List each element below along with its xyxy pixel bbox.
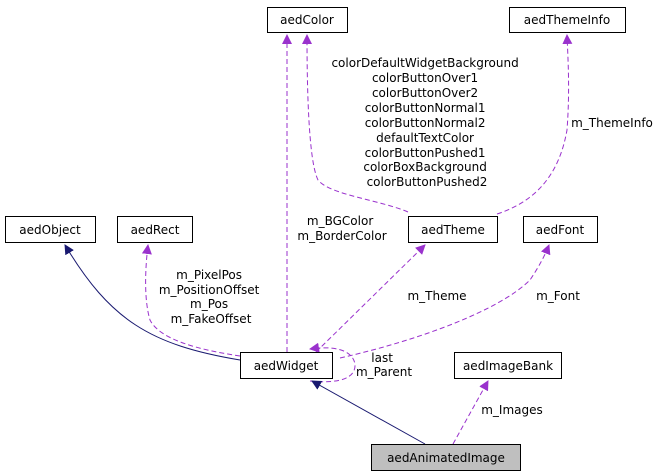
svg-text:aedThemeInfo: aedThemeInfo	[524, 13, 610, 27]
node-aedRect[interactable]: aedRect	[117, 216, 193, 243]
svg-text:aedTheme: aedTheme	[421, 223, 485, 237]
label-animated-imagebank: m_Images	[481, 403, 543, 417]
edge-widget-object	[64, 244, 241, 361]
node-aedFont[interactable]: aedFont	[523, 216, 598, 243]
node-aedAnimatedImage[interactable]: aedAnimatedImage	[371, 444, 521, 471]
label-widget-font: m_Font	[536, 289, 580, 303]
svg-text:aedAnimatedImage: aedAnimatedImage	[387, 451, 505, 465]
edge-theme-color	[302, 34, 409, 213]
label-widget-color: m_BGColor m_BorderColor	[297, 214, 386, 243]
edge-animated-widget	[311, 380, 426, 445]
label-theme-themeinfo: m_ThemeInfo	[571, 116, 653, 130]
svg-text:aedColor: aedColor	[280, 13, 334, 27]
svg-text:aedFont: aedFont	[536, 223, 585, 237]
label-widget-rect: m_PixelPos m_PositionOffset m_Pos m_Fake…	[159, 268, 263, 326]
label-widget-self: last m_Parent	[356, 351, 412, 379]
node-aedWidget[interactable]: aedWidget	[240, 352, 333, 379]
edge-widget-self	[309, 342, 356, 383]
edge-widget-font	[339, 244, 551, 359]
edge-theme-themeinfo	[496, 34, 573, 215]
svg-text:aedWidget: aedWidget	[254, 359, 319, 373]
label-widget-theme: m_Theme	[407, 289, 466, 303]
node-aedObject[interactable]: aedObject	[5, 216, 96, 243]
svg-text:aedRect: aedRect	[131, 223, 180, 237]
edge-widget-theme	[315, 244, 426, 353]
edge-animated-imagebank	[452, 380, 489, 445]
node-aedThemeInfo[interactable]: aedThemeInfo	[509, 7, 626, 33]
edge-widget-rect	[141, 244, 241, 357]
node-aedImageBank[interactable]: aedImageBank	[454, 352, 562, 379]
node-aedColor[interactable]: aedColor	[267, 7, 348, 33]
label-theme-color: colorDefaultWidgetBackground colorButton…	[331, 56, 522, 189]
node-aedTheme[interactable]: aedTheme	[408, 216, 498, 243]
svg-text:aedObject: aedObject	[19, 223, 81, 237]
svg-text:aedImageBank: aedImageBank	[463, 359, 553, 373]
